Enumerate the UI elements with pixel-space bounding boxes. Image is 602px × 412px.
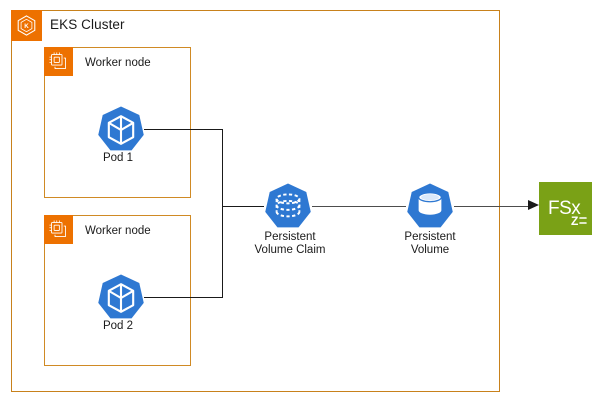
kubernetes-pod-icon: [95, 104, 147, 156]
arrowhead-to-fsx-icon: [528, 200, 539, 210]
worker-node-label-2: Worker node: [85, 225, 151, 237]
pod-label-2: Pod 2: [102, 320, 134, 332]
persistent-volume-label: Persistent Volume: [404, 231, 456, 256]
pod-label-1: Pod 1: [102, 152, 134, 164]
connector-trunk-vertical: [222, 129, 224, 298]
svg-text:FSx: FSx: [548, 198, 581, 219]
worker-node-container-1: [44, 47, 191, 198]
connector-trunk-to-pvc: [222, 206, 264, 208]
worker-node-cpu-icon: [44, 215, 73, 244]
persistent-volume-icon: [404, 181, 456, 233]
svg-text:Z: Z: [571, 214, 578, 228]
worker-node-cpu-icon: [44, 47, 73, 76]
persistent-volume-claim-label: Persistent Volume Claim: [254, 231, 326, 256]
connector-pod2-to-pvc: [144, 297, 223, 299]
kubernetes-pod-icon: [95, 272, 147, 324]
eks-cluster-container: [11, 10, 500, 392]
eks-cluster-icon: K: [11, 10, 42, 41]
connector-pv-to-fsx: [454, 206, 532, 208]
eks-cluster-label: EKS Cluster: [50, 17, 125, 32]
amazon-fsx-icon: FSx Z: [539, 182, 592, 235]
worker-node-container-2: [44, 215, 191, 366]
persistent-volume-claim-icon: [262, 181, 314, 233]
worker-node-label-1: Worker node: [85, 57, 151, 69]
svg-text:K: K: [24, 23, 29, 30]
connector-pvc-to-pv: [312, 206, 406, 208]
connector-pod1-to-pvc: [144, 129, 223, 131]
